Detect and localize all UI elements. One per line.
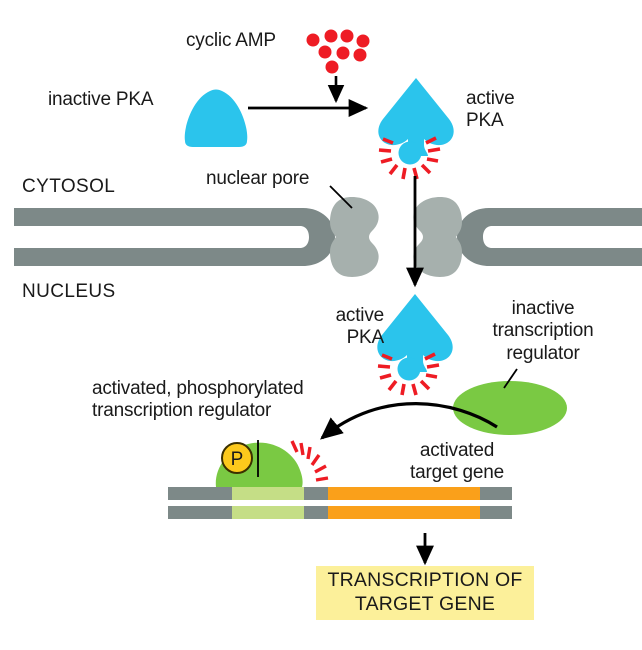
dna-segment-regulatory-region <box>232 506 304 519</box>
inactive-transcription-regulator-shape <box>453 381 567 435</box>
label-inactive-pka: inactive PKA <box>48 89 154 110</box>
dna-segment-downstream-gray <box>480 506 512 519</box>
camp-dot <box>324 29 338 43</box>
transcription-output-box: TRANSCRIPTION OF TARGET GENE <box>316 566 534 620</box>
svg-text:P: P <box>231 449 244 470</box>
label-activated-target-gene: activated target gene <box>410 440 504 484</box>
dna-segment-target-gene <box>328 506 480 519</box>
camp-dot <box>325 60 339 74</box>
label-cytosol: CYTOSOL <box>22 176 116 197</box>
dna-segment-upstream-gray <box>168 506 232 519</box>
arrow-regulator-activation <box>320 402 498 440</box>
label-nuclear-pore: nuclear pore <box>206 168 310 189</box>
nuclear-envelope-left <box>14 208 335 266</box>
camp-dot <box>353 48 367 62</box>
camp-dot <box>356 34 370 48</box>
camp-dot <box>306 33 320 47</box>
phosphorylation-burst-icon <box>378 136 441 180</box>
active-pka-nucleus-shape <box>377 294 453 396</box>
phosphorylation-burst-icon <box>377 352 440 396</box>
leader-line-inactive-regulator <box>503 368 518 389</box>
dna-segment-regulatory-region <box>232 487 304 500</box>
leader-line-nuclear-pore <box>329 185 353 209</box>
dna-segment-downstream-gray <box>480 487 512 500</box>
label-nucleus: NUCLEUS <box>22 281 116 302</box>
dna-segment-spacer-gray <box>304 506 328 519</box>
label-cyclic-amp: cyclic AMP <box>186 30 276 51</box>
dna-segment-spacer-gray <box>304 487 328 500</box>
dna-segment-upstream-gray <box>168 487 232 500</box>
active-pka-cytosol-shape <box>378 78 454 180</box>
nuclear-pore-complex-left <box>330 197 379 277</box>
dna-double-strand <box>168 487 512 519</box>
phosphate-badge: P <box>221 442 253 474</box>
nuclear-pore-complex-right <box>413 197 462 277</box>
label-active-pka-nucleus: active PKA <box>335 305 385 349</box>
label-inactive-transcription-regulator: inactive transcription regulator <box>492 298 594 364</box>
phosphorylation-burst-icon-regulator <box>290 440 329 482</box>
camp-dot <box>336 46 350 60</box>
camp-dot <box>318 45 332 59</box>
label-activated-phosphorylated-regulator: activated, phosphorylated transcription … <box>92 378 304 422</box>
label-active-pka-cytosol: active PKA <box>466 88 515 132</box>
camp-dot <box>340 29 354 43</box>
inactive-pka-shape <box>184 89 248 147</box>
cyclic-amp-molecules <box>306 29 370 74</box>
dna-segment-target-gene <box>328 487 480 500</box>
nuclear-envelope-right <box>457 208 642 266</box>
